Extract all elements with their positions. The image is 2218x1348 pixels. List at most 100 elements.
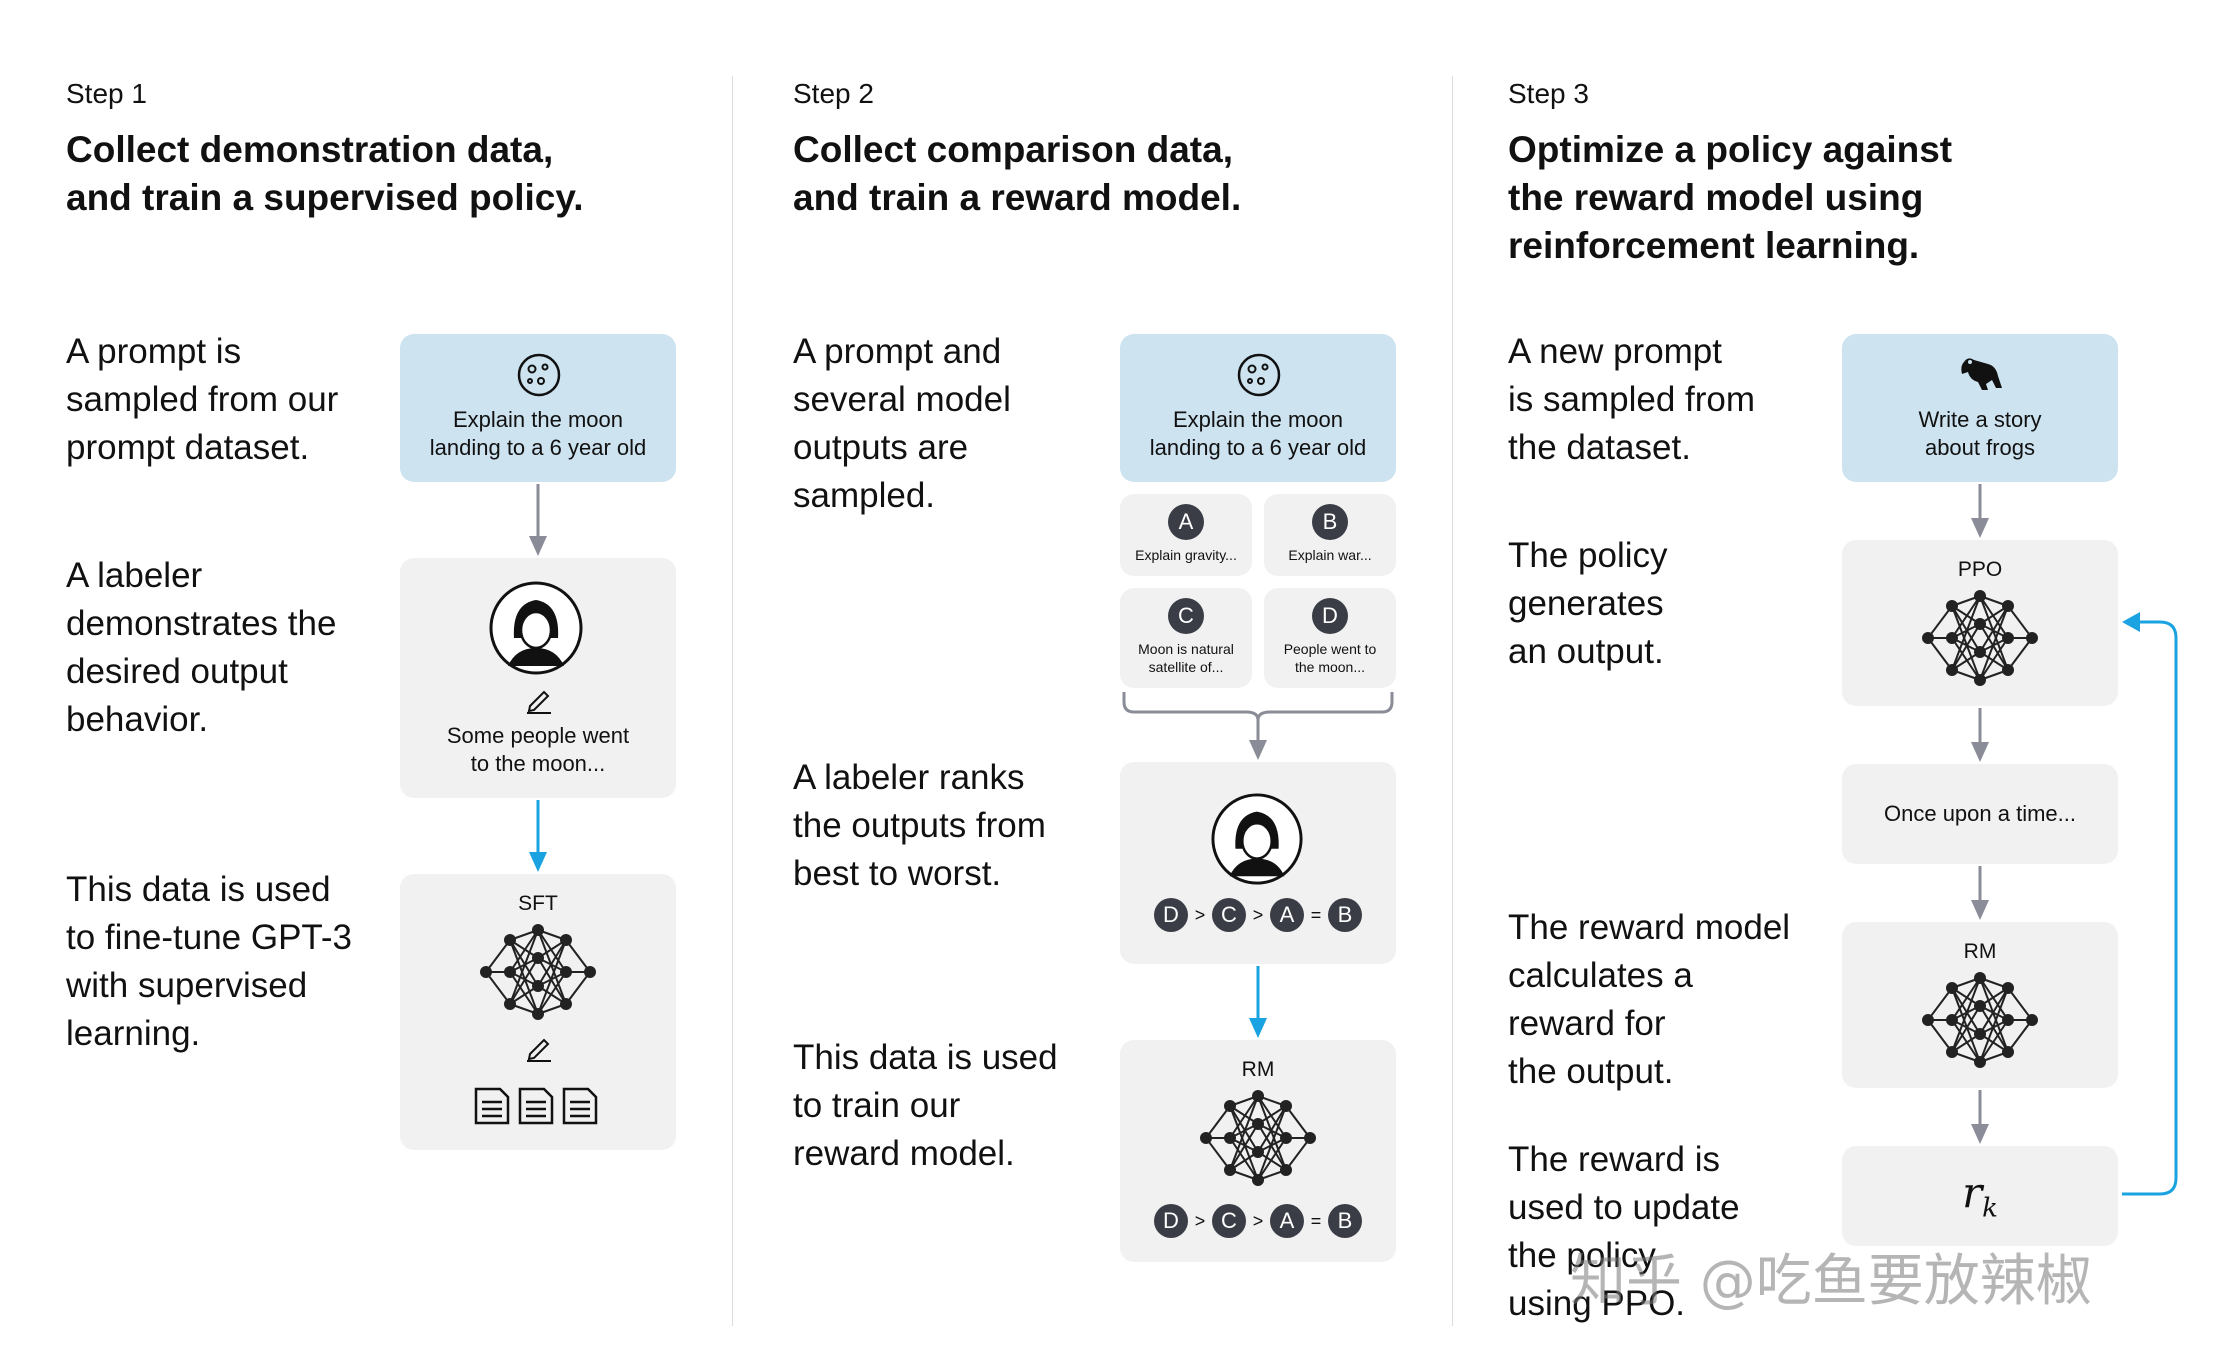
text-line: behavior. <box>66 700 209 739</box>
pencil-icon <box>527 1038 551 1062</box>
network-edge <box>1979 1019 2009 1063</box>
network-edge <box>1951 1019 1981 1063</box>
network-edge <box>2007 605 2033 639</box>
network-edge <box>1951 623 1981 671</box>
rank-item: B <box>1328 898 1362 932</box>
network-node <box>532 980 544 992</box>
watermark-text: 知乎 @吃鱼要放辣椒 <box>1570 1249 2092 1314</box>
step2-title-line1: Collect comparison data, <box>793 129 1233 170</box>
network-node <box>2002 632 2014 644</box>
text-line: reward for <box>1508 1004 1666 1043</box>
step2-title: Collect comparison data, and train a rew… <box>793 126 1241 222</box>
network-edge <box>565 971 591 1005</box>
step2-prompt-box: Explain the moon landing to a 6 year old <box>1120 334 1396 482</box>
text-line: used to update <box>1508 1188 1740 1227</box>
network-edge <box>509 939 539 987</box>
network-edge <box>565 939 591 973</box>
network-node <box>2002 1046 2014 1058</box>
text-line: The policy <box>1508 536 1668 575</box>
text-line: desired output <box>66 652 288 691</box>
prompt-text-line1: Write a story <box>1918 407 2042 432</box>
network-node <box>1252 1174 1264 1186</box>
network-edge <box>1229 1095 1259 1171</box>
output-c-text-line1: Moon is natural <box>1138 641 1234 657</box>
network-edge <box>509 929 539 973</box>
text-line: using PPO. <box>1508 1284 1686 1323</box>
text-line: generates <box>1508 584 1664 623</box>
network-node <box>1200 1132 1212 1144</box>
network-edge <box>1927 605 1953 639</box>
network-edge <box>509 939 539 1015</box>
network-edge <box>1979 605 2009 681</box>
step3-output-box: Once upon a time... <box>1842 764 2118 864</box>
network-node <box>1974 1028 1986 1040</box>
network-edge <box>1979 595 2009 671</box>
network-node <box>1974 590 1986 602</box>
network-edge <box>485 971 511 1005</box>
network-node <box>560 934 572 946</box>
person-avatar-icon <box>489 581 583 675</box>
network-edge <box>1951 595 1981 671</box>
network-edge <box>1257 1105 1287 1153</box>
network-edge <box>2007 637 2033 671</box>
text-line: the outputs from <box>793 806 1046 845</box>
sft-label: SFT <box>518 892 558 915</box>
network-edge <box>509 971 539 1015</box>
text-line: This data is used <box>793 1038 1058 1077</box>
neural-network-icon <box>1922 590 2038 686</box>
text-line: with supervised <box>66 966 308 1005</box>
step1-desc-prompt: A prompt is sampled from our prompt data… <box>66 328 338 472</box>
network-node <box>532 1008 544 1020</box>
network-edge <box>1927 1019 1953 1053</box>
network-edge <box>537 929 567 1005</box>
output-d-text-line1: People went to <box>1283 641 1377 657</box>
step1-desc-finetune: This data is used to fine-tune GPT-3 wit… <box>66 866 352 1058</box>
rank-operator: = <box>1310 904 1322 925</box>
text-line: several model <box>793 380 1011 419</box>
network-node <box>1224 1132 1236 1144</box>
network-node <box>1224 1100 1236 1112</box>
ranking-row: D > C > A = B <box>1120 898 1396 932</box>
step1-title-line1: Collect demonstration data, <box>66 129 554 170</box>
network-edge <box>1285 1105 1311 1139</box>
network-node <box>1974 618 1986 630</box>
divider-step2-step3 <box>1452 76 1453 1326</box>
network-edge <box>1229 1123 1259 1171</box>
text-line: is sampled from <box>1508 380 1756 419</box>
network-edge <box>1951 605 1981 681</box>
text-line: The reward model <box>1508 908 1791 947</box>
text-line: to fine-tune GPT-3 <box>66 918 352 957</box>
network-node <box>1974 1000 1986 1012</box>
network-node <box>560 998 572 1010</box>
network-edge <box>1205 1137 1231 1171</box>
network-edge <box>1951 977 1981 1053</box>
network-edge <box>509 929 539 1005</box>
output-a-box: A Explain gravity... <box>1120 494 1252 576</box>
step1-title: Collect demonstration data, and train a … <box>66 126 583 222</box>
network-node <box>504 966 516 978</box>
network-node <box>1946 632 1958 644</box>
rank-item: C <box>1212 898 1246 932</box>
step2-desc-ranks: A labeler ranks the outputs from best to… <box>793 754 1046 898</box>
network-node <box>1280 1164 1292 1176</box>
reward-subscript: k <box>1982 1193 1998 1224</box>
network-node <box>1252 1146 1264 1158</box>
output-d-badge: D <box>1312 598 1348 634</box>
pencil-icon <box>527 690 551 714</box>
network-edge <box>1979 605 2009 653</box>
prompt-text-line2: landing to a 6 year old <box>1149 435 1367 460</box>
network-node <box>532 952 544 964</box>
brace-arrow-gray <box>1122 692 1394 760</box>
network-node <box>1252 1090 1264 1102</box>
network-edge <box>1285 1137 1311 1171</box>
network-edge <box>1229 1137 1259 1181</box>
reward-value: rk <box>1842 1168 2118 1223</box>
text-line: A prompt and <box>793 332 1002 371</box>
text-line: the policy <box>1508 1236 1656 1275</box>
step1-sft-model-box: SFT <box>400 874 676 1150</box>
network-edge <box>1951 977 1981 1021</box>
step2-reward-model-box: RM D > C > A = B <box>1120 1040 1396 1262</box>
step1-title-line2: and train a supervised policy. <box>66 177 584 218</box>
text-line: This data is used <box>66 870 331 909</box>
network-edge <box>2007 1019 2033 1053</box>
